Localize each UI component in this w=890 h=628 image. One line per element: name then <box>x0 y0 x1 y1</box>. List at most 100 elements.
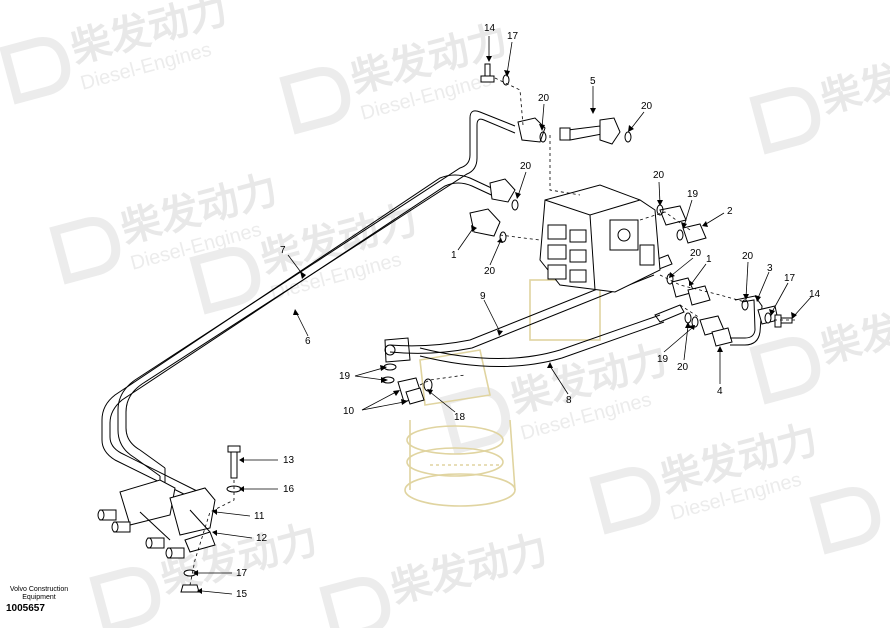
callout-4: 4 <box>717 386 723 397</box>
pipe-group <box>101 110 516 503</box>
elbow-5-nut <box>559 127 571 141</box>
leader-9 <box>483 299 501 333</box>
callout-12: 12 <box>256 533 268 544</box>
arrowhead <box>380 365 387 371</box>
arrowhead <box>197 588 202 594</box>
o-ring-20 <box>624 131 632 143</box>
clamp-block-11-left <box>119 479 176 526</box>
watermark: 柴发动力 <box>749 287 890 405</box>
bolt-13-head <box>227 445 241 453</box>
leader-17b <box>771 282 789 313</box>
clamp-pipe <box>189 509 211 533</box>
valve-body <box>539 184 661 293</box>
valve-spool <box>569 249 587 263</box>
arrowhead <box>212 530 217 536</box>
assembly-lines <box>189 77 795 586</box>
hose-9-outer <box>389 267 651 347</box>
callout-13: 13 <box>283 455 295 466</box>
pipe-7-outer <box>117 110 516 477</box>
leader-3 <box>757 271 770 299</box>
watermark-logo-icon <box>89 567 161 628</box>
callout-19: 19 <box>657 354 669 365</box>
arrowhead <box>590 108 596 114</box>
leader-20c <box>517 171 527 197</box>
watermark-logo-icon <box>319 577 391 628</box>
elbow-3-inner <box>730 299 756 339</box>
arrowhead <box>547 362 553 368</box>
leader-12 <box>215 532 253 539</box>
leader-1a <box>457 226 475 251</box>
arrowhead <box>504 70 510 77</box>
callout-6: 6 <box>305 336 311 347</box>
pipe-end-cap <box>111 521 119 533</box>
leader-17a <box>506 41 513 75</box>
hose-9-inner <box>389 274 655 354</box>
callout-20: 20 <box>690 248 702 259</box>
hose-elbow <box>384 337 411 363</box>
watermark <box>809 487 881 555</box>
arrowhead <box>743 294 749 300</box>
motor-ring <box>406 425 504 455</box>
arrowheads <box>193 56 797 594</box>
connector-1 <box>469 208 501 237</box>
leader-20e <box>489 241 501 266</box>
pipe-6-outer <box>101 174 501 503</box>
assembly-line <box>659 274 746 303</box>
leader-19c <box>354 367 384 377</box>
watermark-brand-cn: 柴发动力 <box>816 287 890 373</box>
callout-15: 15 <box>236 589 248 600</box>
callout-14: 14 <box>484 23 496 34</box>
valve-spool <box>569 229 587 243</box>
valve-spool <box>547 244 567 260</box>
motor-head <box>419 349 491 406</box>
arrowhead <box>515 192 521 199</box>
callout-7: 7 <box>280 245 286 256</box>
clamp-pipe <box>139 511 171 541</box>
arrowhead <box>717 346 723 352</box>
washer-17 <box>502 74 510 86</box>
callout-17: 17 <box>236 568 248 579</box>
valve-mid-edge <box>589 214 596 291</box>
o-ring-20 <box>539 131 547 143</box>
callout-2: 2 <box>727 206 733 217</box>
valve-port <box>617 228 631 242</box>
leader-15 <box>201 590 233 595</box>
leader-10b <box>361 401 405 411</box>
arrowhead <box>300 271 306 279</box>
bolts <box>180 63 793 593</box>
leader-20h <box>683 325 689 361</box>
callout-19: 19 <box>687 189 699 200</box>
arrowhead <box>497 238 503 243</box>
bolt-14b <box>779 317 793 324</box>
callout-20: 20 <box>653 170 665 181</box>
callout-labels: 14 17 20 5 20 20 20 19 2 1 20 20 1 20 3 … <box>236 23 821 600</box>
valve-spool <box>569 269 587 283</box>
callout-3: 3 <box>767 263 773 274</box>
watermark-logo-icon <box>589 467 661 535</box>
leader-18 <box>429 391 456 413</box>
arrowhead <box>539 124 545 131</box>
leader-20f <box>671 257 694 276</box>
arrowhead <box>497 330 503 336</box>
watermark: 柴发动力 <box>749 37 890 155</box>
valve-port-block <box>639 244 655 266</box>
assembly-line <box>549 135 581 196</box>
o-ring-19 <box>691 316 699 328</box>
leader-8 <box>549 365 569 395</box>
arrowhead <box>628 125 634 132</box>
pipe-6-inner <box>109 182 501 495</box>
watermark-logo-icon <box>0 37 71 105</box>
leader-20g <box>745 261 749 299</box>
clamp-block-11-right <box>169 487 216 536</box>
clamp-plate-12 <box>184 531 216 553</box>
watermark: 柴发动力 Diesel-Engines <box>0 0 233 105</box>
leader-lines <box>198 36 813 595</box>
callout-20: 20 <box>538 93 550 104</box>
hose-8-inner <box>419 321 665 368</box>
arrowhead <box>657 200 663 206</box>
pipe-end-cap <box>145 537 153 549</box>
leader-2 <box>705 212 725 225</box>
arrowhead <box>669 272 675 278</box>
